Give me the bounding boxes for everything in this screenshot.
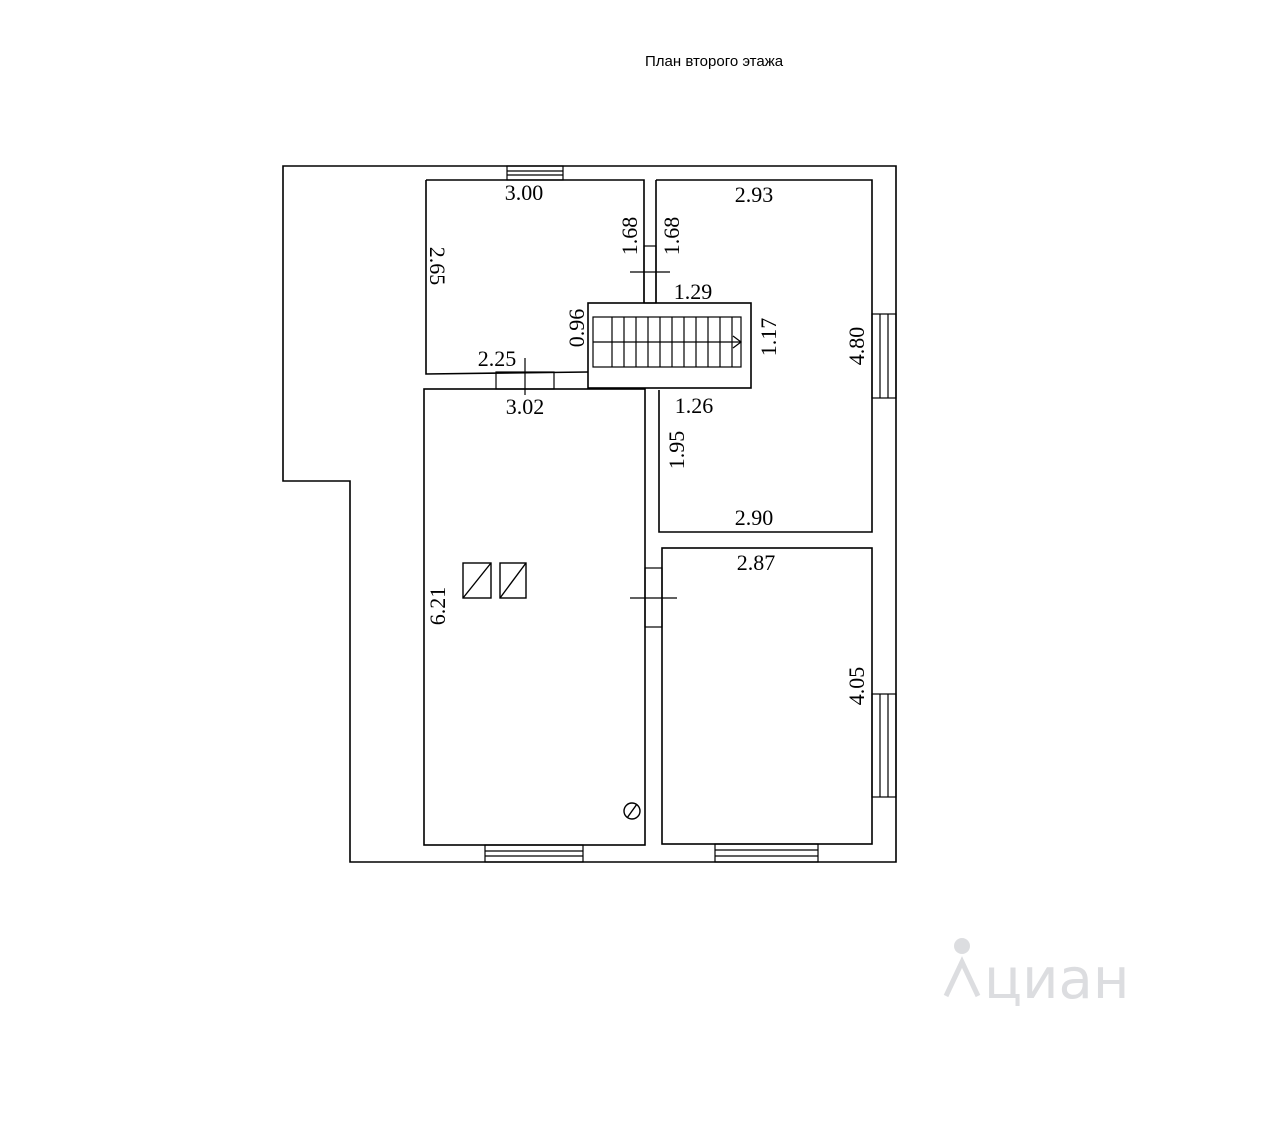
boiler-symbol xyxy=(623,802,641,820)
watermark-logo: циан xyxy=(943,938,1129,1012)
room-living xyxy=(423,388,646,846)
dim-room-bottom-right-height: 4.05 xyxy=(844,667,869,706)
dim-corridor-height: 1.95 xyxy=(664,431,689,470)
window-right-upper xyxy=(871,313,897,399)
dim-room-top-left-width: 3.00 xyxy=(505,180,544,205)
window-top xyxy=(506,165,564,181)
dim-living-width: 3.02 xyxy=(506,394,545,419)
window-bottom-left xyxy=(484,844,584,863)
dim-living-height: 6.21 xyxy=(425,587,450,626)
dim-room-top-left-bottom: 2.25 xyxy=(478,346,517,371)
door-living xyxy=(495,358,555,395)
dim-room-top-right-width: 2.93 xyxy=(735,182,774,207)
dim-stair-left: 0.96 xyxy=(564,309,589,348)
staircase xyxy=(587,302,752,389)
door-bottom-right xyxy=(630,567,677,628)
dim-stair-top: 1.29 xyxy=(674,279,713,304)
dim-door-top-right: 1.68 xyxy=(659,217,684,256)
window-right-lower xyxy=(871,693,897,798)
dim-corridor-width: 1.26 xyxy=(675,393,714,418)
stair-treads xyxy=(592,316,742,368)
vent-shafts xyxy=(462,562,527,599)
dim-corridor-bottom: 2.90 xyxy=(735,505,774,530)
plan-title: План второго этажа xyxy=(645,53,784,70)
watermark-text: циан xyxy=(984,947,1129,1012)
dim-room-bottom-right-width: 2.87 xyxy=(737,550,776,575)
room-top-left xyxy=(425,179,645,375)
room-bottom-right xyxy=(661,547,873,845)
dim-room-top-left-height: 2.65 xyxy=(425,247,450,286)
dim-stair-right: 1.17 xyxy=(756,318,781,357)
dim-room-right-height: 4.80 xyxy=(844,327,869,366)
door-top xyxy=(630,245,670,304)
dim-door-top-left: 1.68 xyxy=(617,217,642,256)
window-bottom-right xyxy=(714,843,819,863)
outer-wall xyxy=(282,165,897,863)
